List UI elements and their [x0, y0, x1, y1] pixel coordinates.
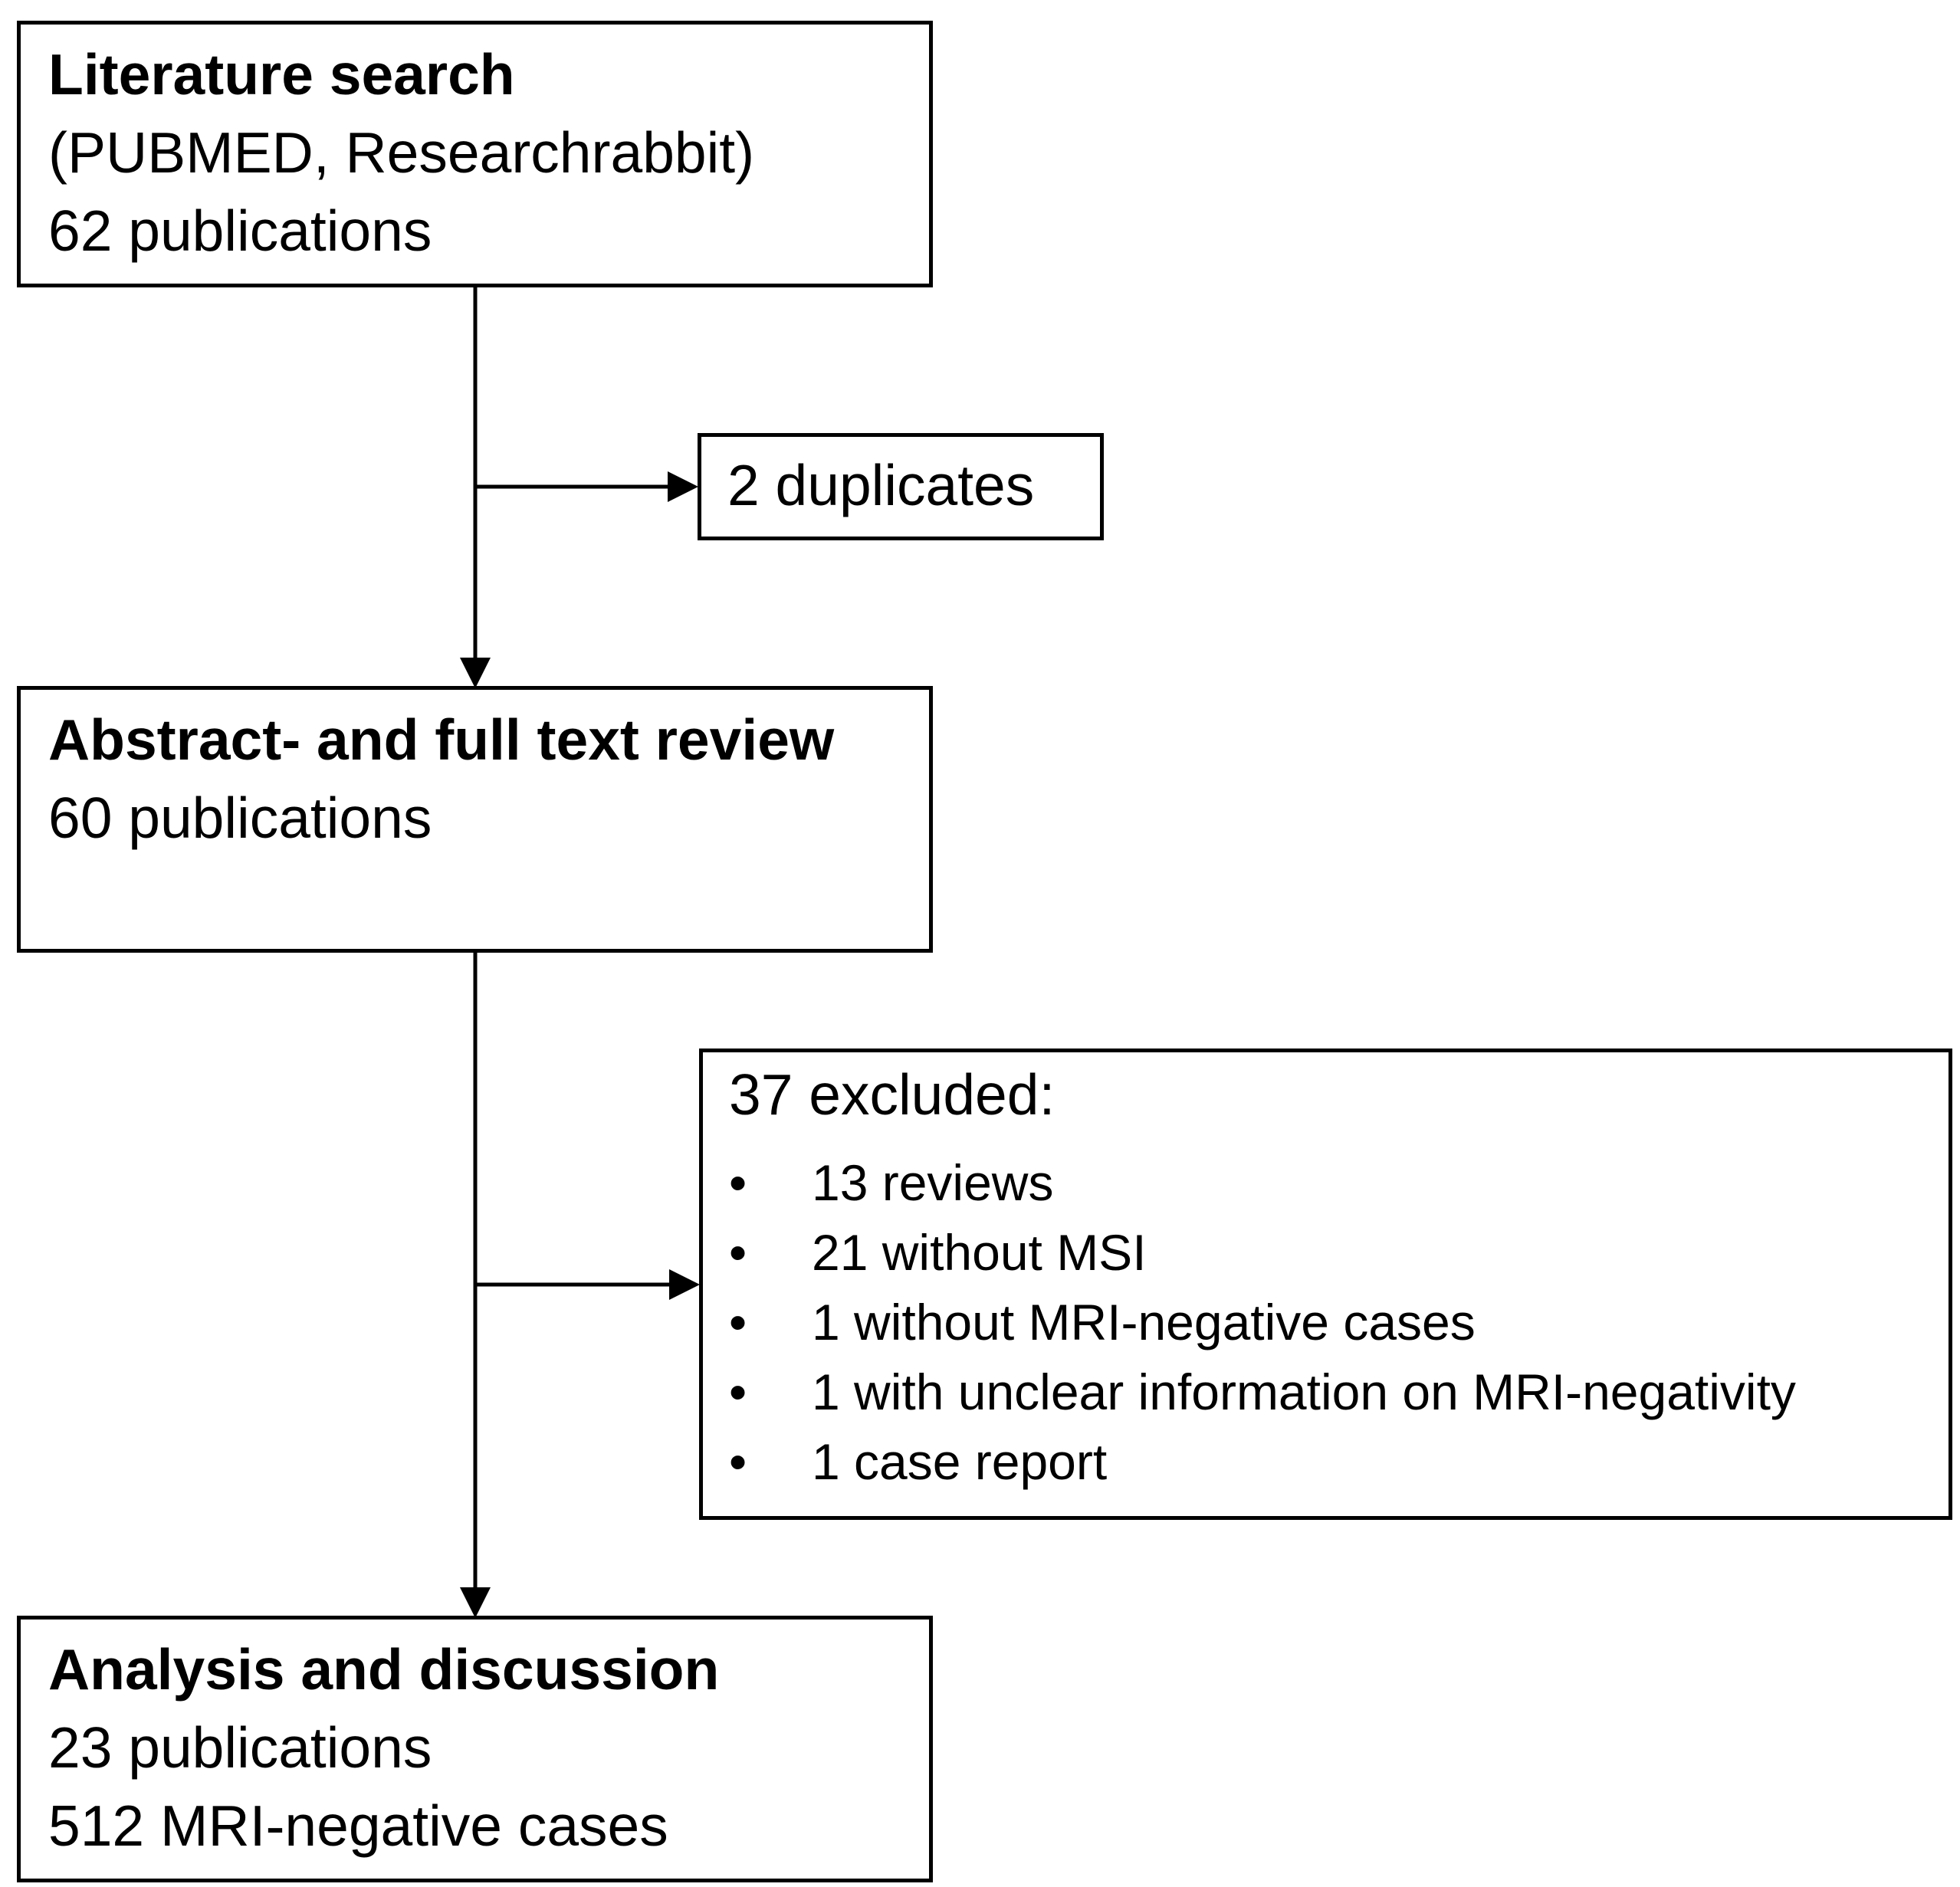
analysis-cases: 512 MRI-negative cases — [48, 1793, 668, 1858]
duplicates-text: 2 duplicates — [727, 453, 1035, 517]
excluded-item-text: 1 with unclear information on MRI-negati… — [812, 1364, 1796, 1420]
duplicates-box: 2 duplicates — [698, 433, 1104, 540]
excluded-box: 37 excluded: • 13 reviews • 21 without M… — [699, 1049, 1952, 1520]
excluded-item-text: 1 case report — [812, 1433, 1108, 1490]
bullet-icon: • — [729, 1294, 747, 1350]
review-box: Abstract- and full text review 60 public… — [17, 686, 933, 953]
excluded-item-text: 21 without MSI — [812, 1224, 1147, 1281]
review-title: Abstract- and full text review — [48, 707, 835, 772]
excluded-heading: 37 excluded: — [729, 1062, 1056, 1127]
analysis-publications: 23 publications — [48, 1715, 432, 1780]
bullet-icon: • — [729, 1224, 747, 1281]
literature-search-count: 62 publications — [48, 199, 432, 263]
excluded-item-text: 1 without MRI-negative cases — [812, 1294, 1476, 1350]
analysis-box: Analysis and discussion 23 publications … — [17, 1616, 933, 1882]
literature-search-sources: (PUBMED, Researchrabbit) — [48, 120, 755, 185]
literature-search-title: Literature search — [48, 42, 515, 107]
review-count: 60 publications — [48, 786, 432, 850]
excluded-item-text: 13 reviews — [812, 1154, 1054, 1211]
bullet-icon: • — [729, 1433, 747, 1490]
literature-search-box: Literature search (PUBMED, Researchrabbi… — [17, 21, 933, 287]
analysis-title: Analysis and discussion — [48, 1637, 720, 1702]
bullet-icon: • — [729, 1154, 747, 1211]
bullet-icon: • — [729, 1364, 747, 1420]
